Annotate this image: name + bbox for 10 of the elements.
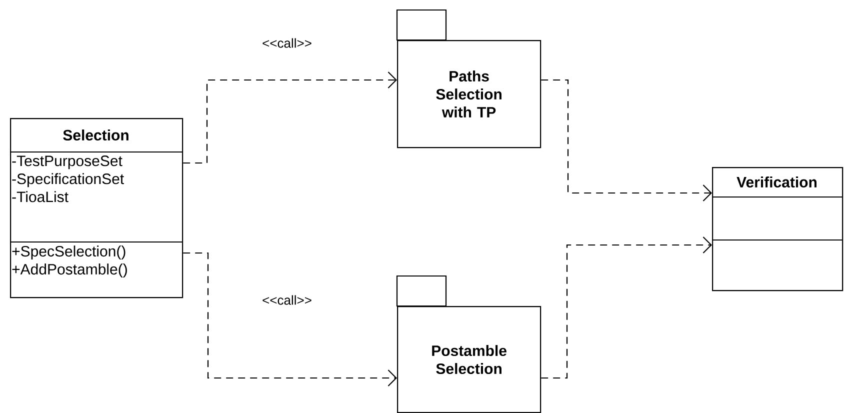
dependency-arrow: [541, 79, 712, 202]
edge-label: <<call>>: [261, 37, 313, 49]
dependency-arrow: [541, 236, 712, 379]
class-box: Verification: [712, 167, 844, 292]
edge-label: <<call>>: [261, 294, 313, 306]
dependency-arrow: [183, 252, 397, 386]
dependency-arrow: [183, 72, 397, 164]
package-box: Paths Selection with TP: [396, 9, 542, 148]
package-box: Postamble Selection: [396, 275, 542, 413]
class-box: Selection -TestPurposeSet -SpecificationSet -TioaList +SpecSelection() +AddPostamble(): [10, 118, 184, 298]
